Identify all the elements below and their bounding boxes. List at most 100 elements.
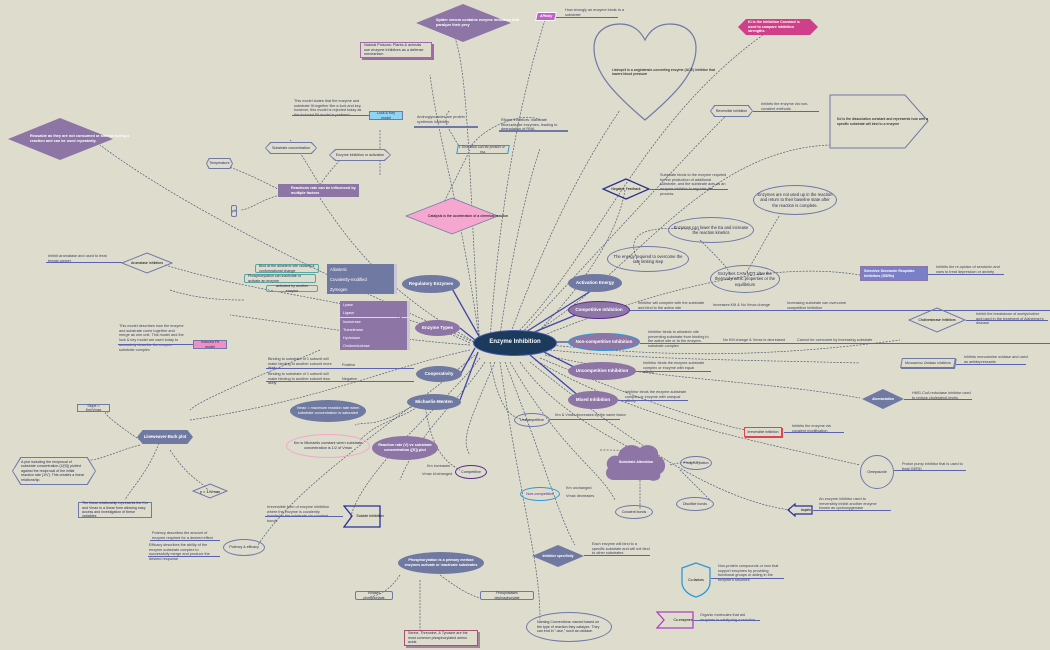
coenzymes-underline bbox=[694, 620, 760, 621]
temperature-node[interactable]: Temperature bbox=[206, 158, 233, 169]
diamond-shape-icon bbox=[192, 483, 228, 499]
specificity-desc: Each enzyme will bind to a specific subs… bbox=[592, 542, 650, 556]
mixed-inhibition-node[interactable]: Mixed Inhibition bbox=[568, 391, 618, 409]
enzyme-type-hydrolase[interactable]: Hydrolase bbox=[340, 334, 410, 342]
enzyme-type-lyase[interactable]: Lyase bbox=[340, 301, 410, 309]
michaelis-menten-node[interactable]: Michaelis-Menten bbox=[407, 394, 461, 410]
vmax-bubble[interactable]: Vmax = maximum reaction rate when substr… bbox=[290, 400, 366, 422]
uncompetitive-mm-node[interactable]: Uncompetitive bbox=[514, 413, 550, 427]
slope-node[interactable]: Slope = Km/Vmax bbox=[77, 404, 110, 412]
induced-fit-underline bbox=[118, 344, 193, 345]
enzymes-not-used-bubble[interactable]: Enzymes are not used up in the reaction … bbox=[753, 185, 837, 215]
phosphorylation-primary-node[interactable]: Phosphorylation is a primary method enzy… bbox=[398, 552, 484, 574]
ssri-node[interactable]: Selective Serotonin Reuptake Inhibitors … bbox=[860, 266, 928, 281]
noncompetitive-mm-node[interactable]: Non-competitive bbox=[520, 487, 560, 501]
zymogen-note[interactable]: activated by another enzyme bbox=[266, 284, 318, 293]
noncompetitive-overcome: Cannot be overcome by increasing substra… bbox=[797, 338, 873, 342]
diamond-shape-icon bbox=[8, 118, 113, 160]
reversible-inhibition-node[interactable]: Reversible inhibition bbox=[710, 105, 753, 117]
omeprazole-node[interactable]: Omeprazole bbox=[860, 455, 894, 489]
substrate-concentration-node[interactable]: Substrate concentration bbox=[265, 142, 317, 154]
phosphatases-node[interactable]: Phosphatases dephosphorylate bbox=[480, 591, 534, 600]
potency-desc: Potency describes the amount of enzyme r… bbox=[152, 531, 213, 540]
ph-node[interactable]: pH bbox=[231, 205, 237, 217]
cofactors-underline bbox=[711, 578, 784, 579]
potency-efficacy-node[interactable]: Potency & efficacy bbox=[223, 539, 265, 556]
enzyme-type-transferase[interactable]: Transferase bbox=[340, 326, 410, 334]
lineweaver-desc-hex[interactable]: A plot including the reciprocal of subst… bbox=[12, 457, 96, 485]
aspirin-node[interactable]: Aspirin bbox=[787, 503, 813, 517]
suicide-inhibition-node[interactable]: Suicide Inhibition bbox=[343, 505, 384, 528]
competitive-inhibition-node[interactable]: Competitive Inhibition bbox=[568, 301, 630, 319]
ki-constant-node[interactable]: Ki is the Inhibition Constant is used to… bbox=[738, 19, 818, 35]
aminoglycosides-text: Aminoglycosides are protein synthesis in… bbox=[417, 115, 465, 124]
irreversible-inhibition-node[interactable]: Irreversible inhibition bbox=[744, 427, 782, 437]
km-increases: Km increases bbox=[427, 464, 451, 468]
kd-constant-node[interactable]: Kd is the dissociation constant and repr… bbox=[829, 94, 929, 149]
linear-relationship-box[interactable]: The linear relationship represents the K… bbox=[78, 501, 152, 518]
catalysis-diamond[interactable]: Catalysis is the acceleration of a chemi… bbox=[405, 197, 508, 235]
energy-definition-bubble[interactable]: The energy required to overcome the rate… bbox=[607, 246, 689, 272]
competitive-overcome: Increasing substrate can overcome compet… bbox=[787, 301, 847, 310]
regulatory-item-covalently-modified[interactable]: Covalently-modified bbox=[327, 274, 397, 284]
km-bubble[interactable]: Km is Michaelis constant when substrate … bbox=[286, 434, 370, 458]
central-topic[interactable]: Enzyme Inhibition bbox=[473, 330, 557, 356]
amino-acids-node[interactable]: Serine, Threonine, & Tyrosine are the mo… bbox=[404, 630, 478, 646]
affinity-node[interactable]: Affinity bbox=[535, 12, 557, 21]
induced-fit-model-node[interactable]: Induced Fit model bbox=[193, 340, 227, 349]
natural-poisons-node[interactable]: Natural Poisons: Plants & animals use en… bbox=[360, 42, 432, 58]
allosteric-note[interactable]: Bind at the allosteric site causing a co… bbox=[255, 264, 319, 273]
aminoglycosides-underline bbox=[414, 126, 478, 128]
enzyme-type-oxidoreductase[interactable]: Oxidoreductase bbox=[340, 342, 410, 350]
protein-rna-node[interactable]: Enzymes can be protein or rna bbox=[456, 145, 510, 154]
negative-feedback-diamond[interactable]: Negative Feedback bbox=[602, 178, 650, 200]
cofactors-shield[interactable]: Co-factors bbox=[681, 562, 711, 598]
positive-underline bbox=[266, 368, 414, 369]
noncompetitive-inhibition-node[interactable]: Non-competitive Inhibition bbox=[568, 333, 640, 351]
reusable-diamond[interactable]: Reusable as they are not consumed or alt… bbox=[8, 118, 129, 160]
reaction-rate-factors-node[interactable]: Reactions rate can be influenced by mult… bbox=[278, 184, 359, 197]
enzyme-type-ligase[interactable]: Ligase bbox=[340, 309, 410, 317]
aromatase-inhibitors-diamond[interactable]: Aromatase Inhibitors bbox=[121, 252, 173, 274]
lock-key-model-node[interactable]: Lock & Key model bbox=[369, 111, 403, 120]
inhibitor-specificity-diamond[interactable]: Inhibitor specificity bbox=[532, 545, 584, 567]
uncompetitive-mm-underline bbox=[550, 419, 620, 420]
phosphorylation-node[interactable]: Phosphorylation bbox=[680, 456, 712, 470]
lineweaver-burk-node[interactable]: Lineweaver-Burk plot bbox=[137, 430, 193, 444]
activation-energy-node[interactable]: Activation Energy bbox=[568, 274, 622, 292]
substrate-alteration-cloud[interactable]: Substrate Alteration bbox=[604, 442, 668, 482]
spider-venom-diamond[interactable]: Spider venom contains enzyme inhibitors … bbox=[416, 4, 519, 42]
lisinopril-heart[interactable]: Lisinopril is a angiotensin-converting e… bbox=[592, 22, 715, 122]
reversible-underline bbox=[753, 111, 819, 112]
enzyme-types-node[interactable]: Enzyme Types bbox=[415, 320, 460, 336]
induced-fit-desc: This model describes how the enzyme and … bbox=[119, 324, 184, 352]
disulfide-bonds-node[interactable]: Disulfide bonds bbox=[676, 497, 714, 511]
affinity-desc: How strongly an enzyme binds to a substr… bbox=[565, 8, 625, 17]
naming-conventions-node[interactable]: Naming Conventions: named based on the t… bbox=[526, 612, 612, 642]
inhibition-activation-node[interactable]: Enzyme inhibition or activation bbox=[329, 149, 391, 161]
regulatory-item-zymogen[interactable]: Zymogen bbox=[327, 284, 397, 294]
cholinesterase-diamond[interactable]: Cholinesterase Inhibitors bbox=[908, 307, 966, 333]
coenzymes-desc: Organic molecules that aid enzymes in ca… bbox=[700, 613, 755, 622]
competitive-mm-node[interactable]: Competitive bbox=[455, 465, 487, 479]
regulatory-enzymes-node[interactable]: Regulatory Enzymes bbox=[402, 275, 460, 293]
enzymes-lower-ea-bubble[interactable]: Enzymes can lower the Ea and increase th… bbox=[668, 217, 754, 243]
intercept-diamond[interactable]: y = 1/Vmax bbox=[192, 483, 228, 499]
aspirin-desc: An enzyme inhibitor used to irreversibly… bbox=[819, 497, 877, 511]
reaction-rate-plot-bubble[interactable]: Reaction rate (V) vs substrate concentra… bbox=[372, 436, 438, 460]
uncompetitive-inhibition-node[interactable]: Uncompetitive Inhibition bbox=[568, 362, 636, 380]
enzymes-thermo-bubble[interactable]: Enzymes CAN NOT alter the thermodynamic … bbox=[710, 265, 780, 293]
enzyme-type-isomerase[interactable]: Isomerase bbox=[340, 318, 410, 326]
negative-cooperativity-label: Negative bbox=[342, 377, 357, 381]
kinases-node[interactable]: Kinases phosphorylate bbox=[355, 591, 393, 600]
covalent-bonds-node[interactable]: Covalent bonds bbox=[615, 505, 653, 519]
diamond-shape-icon bbox=[416, 4, 511, 42]
mao-inhibitors-node[interactable]: Monoamine Oxidase Inhibitors bbox=[900, 358, 956, 368]
regulatory-item-allosteric[interactable]: Allosteric bbox=[327, 264, 397, 274]
coenzymes-node[interactable]: Co-enzymes bbox=[656, 611, 694, 629]
cooperativity-node[interactable]: Cooperativity bbox=[416, 366, 462, 382]
shield-shape-icon bbox=[681, 562, 711, 598]
aspirin-underline bbox=[813, 510, 891, 511]
atorvastatin-diamond[interactable]: Atorvastation bbox=[862, 389, 904, 409]
phosphorylation-note[interactable]: Phosphorylation can inactivate or activa… bbox=[244, 274, 316, 283]
